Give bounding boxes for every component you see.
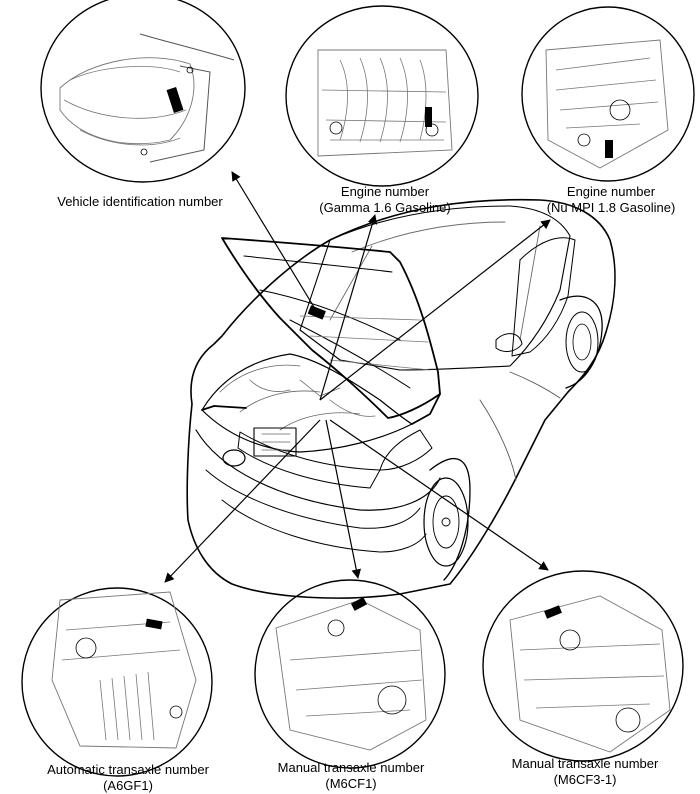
leader-arrows [164,171,551,583]
trans-m6cf3-detail-circle [482,570,684,762]
label-trans-m6cf3: Manual transaxle number (M6CF3-1) [511,756,659,787]
engine-gamma-detail-circle [285,5,479,187]
label-engine-gamma: Engine number (Gamma 1.6 Gasoline) [319,184,451,215]
label-trans-m6cf1: Manual transaxle number (M6CF1) [277,760,425,791]
trans-auto-detail-circle [21,587,213,777]
arrow-engine-gamma [319,214,378,401]
arrow-vin [231,171,318,313]
car-illustration [186,198,616,599]
arrow-trans-m6cf3 [329,419,549,571]
vin-detail-circle [40,0,246,183]
label-engine-nu: Engine number (Nu MPI 1.8 Gasoline) [546,184,676,215]
engine-nu-detail-circle [521,6,695,182]
arrow-trans-auto [164,419,321,583]
label-trans-auto: Automatic transaxle number (A6GF1) [47,762,209,793]
arrow-engine-nu [319,219,551,401]
trans-m6cf1-detail-circle [254,579,446,769]
label-vin: Vehicle identification number [57,194,223,209]
arrow-trans-m6cf1 [325,419,361,579]
